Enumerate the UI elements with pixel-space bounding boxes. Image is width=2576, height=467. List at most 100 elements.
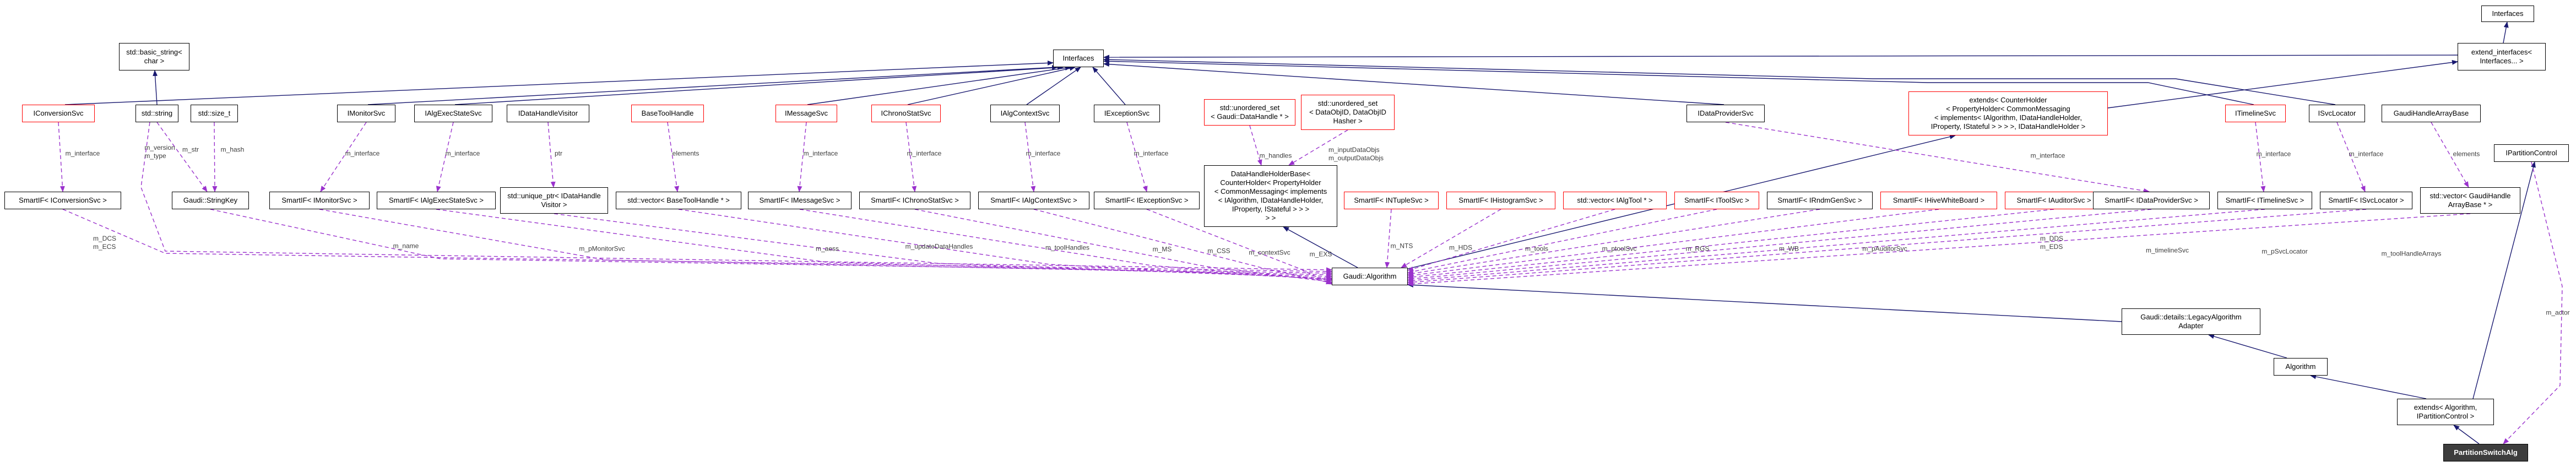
node-iexceptionsvc[interactable]: IExceptionSvc bbox=[1094, 105, 1160, 122]
node-extend-interfaces[interactable]: extend_interfaces< Interfaces... > bbox=[2458, 43, 2546, 70]
edge-usage-elements bbox=[2431, 122, 2469, 188]
edge-layer bbox=[58, 21, 2563, 444]
edge-label: m_interface bbox=[2030, 151, 2065, 160]
edge-inheritance bbox=[1407, 283, 2122, 322]
edge-label: m_interface bbox=[1134, 149, 1169, 158]
edge-label: m_tools bbox=[1525, 245, 1549, 253]
edge-usage-m_contextSvc bbox=[1033, 209, 1332, 285]
edge-inheritance bbox=[1103, 55, 2458, 60]
node-std-size-t[interactable]: std::size_t bbox=[191, 105, 238, 122]
edge-label: m_NTS bbox=[1390, 242, 1413, 250]
node-smartif-imessagesvc[interactable]: SmartIF< IMessageSvc > bbox=[748, 192, 852, 209]
edge-label: m_actor bbox=[2546, 308, 2570, 317]
node-ialgcontextsvc[interactable]: IAlgContextSvc bbox=[990, 105, 1060, 122]
edge-usage-m_handles bbox=[1249, 125, 1262, 166]
edge-usage-m_DDS-m_EDS bbox=[1407, 209, 2152, 281]
edge-label: m_updateDataHandles bbox=[905, 242, 973, 251]
edge-label: m_interface bbox=[907, 149, 942, 158]
edge-usage-m_hash bbox=[212, 122, 218, 192]
edge-inheritance bbox=[1092, 67, 1126, 105]
node-imonitorsvc[interactable]: IMonitorSvc bbox=[337, 105, 395, 122]
node-idatahandlevisitor[interactable]: IDataHandleVisitor bbox=[507, 105, 589, 122]
edge-usage-m_interface bbox=[1725, 122, 2150, 193]
edge-inheritance bbox=[1103, 62, 1724, 105]
node-smartif-imonitorsvc[interactable]: SmartIF< IMonitorSvc > bbox=[269, 192, 370, 209]
edge-usage-m_DCS-m_ECS bbox=[62, 209, 1332, 274]
node-extends-algorithm[interactable]: extends< Algorithm, IPartitionControl > bbox=[2397, 399, 2494, 425]
edge-label: m_DDS m_EDS bbox=[2040, 235, 2064, 251]
node-smartif-ihivewhiteboard[interactable]: SmartIF< IHiveWhiteBoard > bbox=[1880, 192, 1997, 209]
edge-label: m_ptoolSvc bbox=[1602, 245, 1637, 253]
node-uptr-visitor[interactable]: std::unique_ptr< IDataHandle Visitor > bbox=[500, 187, 608, 214]
edge-usage-m_interface bbox=[1126, 122, 1148, 192]
edge-usage-m_updateDataHandles bbox=[554, 213, 1332, 281]
edge-inheritance bbox=[1026, 67, 1081, 105]
node-gaudi-algorithm[interactable]: Gaudi::Algorithm bbox=[1332, 268, 1408, 285]
edge-usage-m_str bbox=[156, 122, 208, 192]
node-stringkey[interactable]: Gaudi::StringKey bbox=[172, 192, 249, 209]
node-basetoolhandle[interactable]: BaseToolHandle bbox=[631, 105, 704, 122]
node-algorithm[interactable]: Algorithm bbox=[2274, 358, 2328, 376]
node-interfaces-top[interactable]: Interfaces bbox=[2481, 6, 2534, 22]
node-gaudihandlearraybase[interactable]: GaudiHandleArrayBase bbox=[2382, 105, 2481, 122]
edge-label: m_aess bbox=[815, 245, 839, 253]
node-smartif-intuplesvc[interactable]: SmartIF< INTupleSvc > bbox=[1344, 192, 1439, 209]
node-smartif-ialgcontextsvc[interactable]: SmartIF< IAlgContextSvc > bbox=[978, 192, 1089, 209]
node-uset-dataobjid[interactable]: std::unordered_set < DataObjID, DataObjI… bbox=[1301, 95, 1395, 130]
node-smartif-isvclocator[interactable]: SmartIF< ISvcLocator > bbox=[2320, 192, 2412, 209]
node-smartif-ichronostatsvc[interactable]: SmartIF< IChronoStatSvc > bbox=[859, 192, 970, 209]
edge-usage-m_HDS bbox=[1401, 209, 1501, 268]
node-smartif-ialgexecstatesvc[interactable]: SmartIF< IAlgExecStateSvc > bbox=[377, 192, 496, 209]
node-idataprovidersvc[interactable]: IDataProviderSvc bbox=[1686, 105, 1765, 122]
edge-label: m_version m_type bbox=[144, 144, 175, 160]
edge-usage-m_interface bbox=[797, 122, 807, 192]
node-vec-gaudihandlearray[interactable]: std::vector< GaudiHandle ArrayBase * > bbox=[2420, 187, 2520, 214]
edge-inheritance bbox=[807, 65, 1071, 105]
node-itimelinesvc[interactable]: ITimelineSvc bbox=[2225, 105, 2286, 122]
node-uset-datahandle[interactable]: std::unordered_set < Gaudi::DataHandle *… bbox=[1204, 99, 1295, 126]
edge-usage-m_ptoolSvc bbox=[1407, 209, 1717, 274]
edge-label: elements bbox=[2453, 150, 2480, 158]
edge-label: m_interface bbox=[345, 149, 380, 158]
edge-usage-m_RGS bbox=[1407, 209, 1820, 276]
node-legacy-adapter[interactable]: Gaudi::details::LegacyAlgorithm Adapter bbox=[2122, 308, 2260, 335]
edge-label: m_contextSvc bbox=[1249, 248, 1290, 257]
node-vec-ialgtool[interactable]: std::vector< IAlgTool * > bbox=[1563, 192, 1667, 209]
node-imessagesvc[interactable]: IMessageSvc bbox=[775, 105, 837, 122]
edge-usage-m_WB bbox=[1407, 209, 1939, 278]
edge-inheritance bbox=[2503, 21, 2509, 44]
node-datahandleholderbase[interactable]: DataHandleHolderBase< CounterHolder< Pro… bbox=[1204, 165, 1337, 227]
node-basic-string[interactable]: std::basic_string< char > bbox=[119, 43, 189, 70]
node-ichronostatsvc[interactable]: IChronoStatSvc bbox=[871, 105, 941, 122]
edge-label: m_interface bbox=[2349, 150, 2384, 158]
edge-label: m_interface bbox=[1026, 149, 1061, 158]
node-smartif-iconversionsvc[interactable]: SmartIF< IConversionSvc > bbox=[4, 192, 121, 209]
node-smartif-idataprovidersvc[interactable]: SmartIF< IDataProviderSvc > bbox=[2093, 192, 2210, 209]
edge-label: m_interface bbox=[803, 149, 838, 158]
node-smartif-itimelinesvc[interactable]: SmartIF< ITimelineSvc > bbox=[2217, 192, 2312, 209]
edge-label: m_timelineSvc bbox=[2145, 246, 2189, 254]
node-ipartitioncontrol[interactable]: IPartitionControl bbox=[2494, 144, 2569, 162]
node-smartif-iexceptionsvc[interactable]: SmartIF< IExceptionSvc > bbox=[1094, 192, 1200, 209]
edge-label: m_pMonitorSvc bbox=[579, 245, 625, 253]
node-iconversionsvc[interactable]: IConversionSvc bbox=[22, 105, 95, 122]
node-interfaces-mid[interactable]: Interfaces bbox=[1053, 50, 1104, 67]
node-smartif-ihistogramsvc[interactable]: SmartIF< IHistogramSvc > bbox=[1446, 192, 1555, 209]
node-smartif-itoolsvc[interactable]: SmartIF< IToolSvc > bbox=[1674, 192, 1759, 209]
node-partitionswitchalg[interactable]: PartitionSwitchAlg bbox=[2443, 444, 2528, 461]
edge-label: m_toolHandleArrays bbox=[2381, 249, 2442, 258]
node-isvclocator[interactable]: ISvcLocator bbox=[2309, 105, 2365, 122]
edge-usage-m_interface bbox=[320, 122, 367, 192]
node-smartif-irndmgensvc[interactable]: SmartIF< IRndmGenSvc > bbox=[1767, 192, 1873, 209]
node-std-string[interactable]: std::string bbox=[135, 105, 178, 122]
node-ialgexecstatesvc[interactable]: IAlgExecStateSvc bbox=[414, 105, 492, 122]
node-vec-basetoolhandle[interactable]: std::vector< BaseToolHandle * > bbox=[616, 192, 741, 209]
node-smartif-iauditorsvc[interactable]: SmartIF< IAuditorSvc > bbox=[2005, 192, 2103, 209]
edge-usage-m_interface bbox=[436, 122, 454, 192]
edge-inheritance bbox=[153, 70, 158, 105]
edge-label: ptr bbox=[554, 149, 563, 158]
edge-label: m_DCS m_ECS bbox=[93, 235, 117, 251]
node-extends-counterholder[interactable]: extends< CounterHolder < PropertyHolder<… bbox=[1908, 91, 2108, 135]
edge-label: m_pSvcLocator bbox=[2262, 247, 2308, 256]
